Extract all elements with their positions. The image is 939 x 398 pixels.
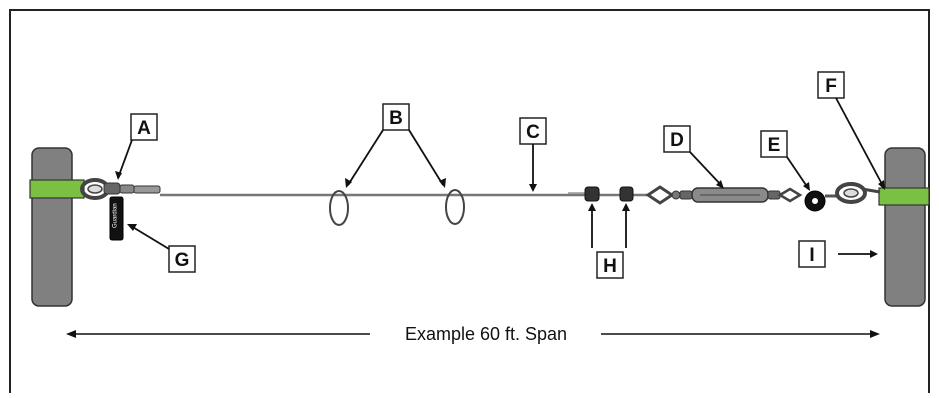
label-G: G [168, 245, 196, 273]
span-arrow-right [870, 330, 880, 338]
label-I: I [798, 240, 826, 268]
tension-indicator [804, 190, 826, 212]
right-snap-hook [825, 182, 881, 204]
cable-clamps [568, 186, 650, 202]
arrowhead-I [870, 250, 878, 258]
svg-text:A: A [137, 118, 151, 139]
energy-absorber-tag: Guardian [109, 196, 124, 241]
svg-text:D: D [670, 130, 684, 151]
arrowhead-H-left [588, 203, 596, 211]
pointer-E [786, 156, 809, 189]
label-B: B [382, 103, 410, 131]
svg-text:B: B [389, 108, 403, 129]
left-anchor-post [31, 147, 73, 307]
arrowhead-E [803, 182, 810, 191]
pointer-B-right [408, 129, 444, 186]
cable-thimble [645, 185, 681, 205]
right-anchor-strap [878, 187, 930, 206]
svg-text:H: H [603, 256, 617, 277]
svg-text:G: G [175, 250, 190, 271]
pointer-D [689, 151, 723, 187]
pointer-B-left [347, 129, 384, 186]
tag-brand-text: Guardian [113, 203, 119, 228]
left-snap-hook [80, 178, 161, 200]
arrowhead-A [115, 171, 122, 180]
pointer-F [835, 97, 884, 187]
pointer-G [130, 225, 170, 250]
pointer-A [117, 139, 133, 179]
right-anchor-post [884, 147, 926, 307]
svg-text:I: I [809, 245, 814, 266]
label-F: F [817, 71, 845, 99]
label-E: E [760, 130, 788, 158]
label-A: A [130, 113, 158, 141]
left-anchor-strap [29, 179, 85, 199]
svg-text:C: C [526, 122, 540, 143]
label-D: D [663, 125, 691, 153]
svg-text:F: F [825, 76, 837, 97]
arrowhead-G [127, 224, 137, 231]
label-C: C [519, 117, 547, 145]
arrowhead-F [878, 180, 885, 190]
arrowhead-D [716, 180, 724, 189]
span-label: Example 60 ft. Span [405, 324, 567, 344]
arrowhead-B-left [345, 178, 352, 188]
svg-text:E: E [768, 135, 781, 156]
ring-guide-right [445, 189, 465, 225]
span-arrow-left [66, 330, 76, 338]
arrowhead-C [529, 184, 537, 192]
label-H: H [596, 251, 624, 279]
ring-guide-left [329, 190, 349, 226]
arrowhead-H-right [622, 203, 630, 211]
turnbuckle [679, 187, 803, 203]
arrowhead-B-right [439, 178, 446, 188]
